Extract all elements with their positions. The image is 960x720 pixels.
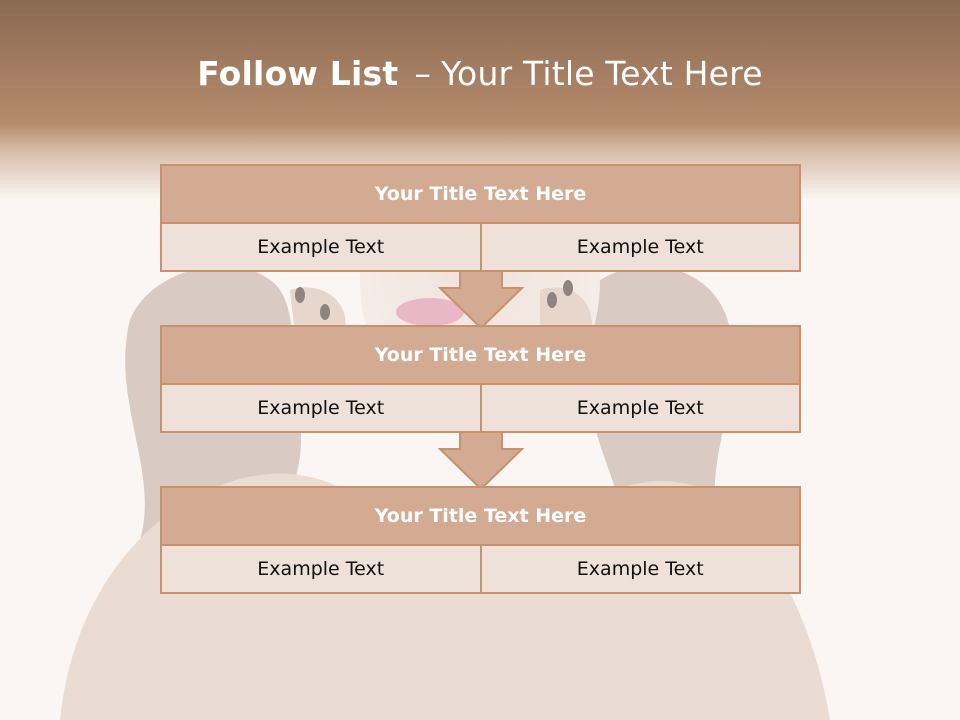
block-title: Your Title Text Here <box>162 327 799 385</box>
block-cell-right: Example Text <box>479 385 800 431</box>
slide-title: Follow List–Your Title Text Here <box>0 54 960 93</box>
block-cell-left: Example Text <box>257 236 385 258</box>
down-arrow-icon <box>438 431 524 491</box>
follow-block-1: Your Title Text Here Example Text Exampl… <box>160 164 801 272</box>
down-arrow-icon <box>438 270 524 330</box>
block-row: Example Text Example Text <box>162 546 799 592</box>
block-cell-left: Example Text <box>257 558 385 580</box>
block-cell-right: Example Text <box>479 546 800 592</box>
follow-block-2: Your Title Text Here Example Text Exampl… <box>160 325 801 433</box>
block-row: Example Text Example Text <box>162 224 799 270</box>
block-cell-right: Example Text <box>479 224 800 270</box>
block-title: Your Title Text Here <box>162 166 799 224</box>
title-rest: Your Title Text Here <box>441 54 763 93</box>
block-cell-left: Example Text <box>257 397 385 419</box>
title-bold: Follow List <box>197 54 399 93</box>
block-row: Example Text Example Text <box>162 385 799 431</box>
follow-block-3: Your Title Text Here Example Text Exampl… <box>160 486 801 594</box>
title-separator: – <box>414 54 432 93</box>
block-title: Your Title Text Here <box>162 488 799 546</box>
